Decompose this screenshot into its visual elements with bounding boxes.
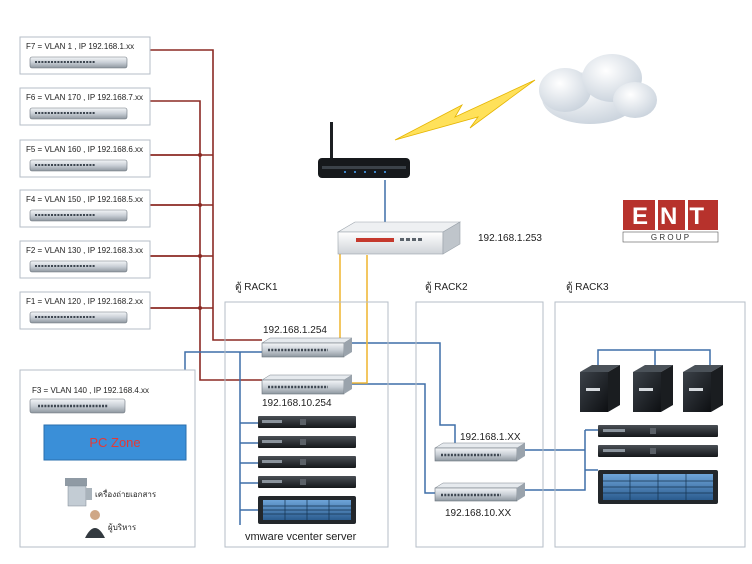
firewall-icon xyxy=(336,221,462,255)
f3-zone: F3 = VLAN 140 , IP 192.168.4.xx PC Zone … xyxy=(19,369,196,548)
floor-label: F6 = VLAN 170 , IP 192.168.7.xx xyxy=(26,93,143,102)
rack2-switch-top-icon xyxy=(434,442,526,462)
storage-icon xyxy=(258,496,356,524)
floor-switch-list: F7 = VLAN 1 , IP 192.168.1.xx F6 = VLAN … xyxy=(19,36,151,330)
rack2-label: ตู้ RACK2 xyxy=(425,281,468,293)
server-icon xyxy=(598,425,718,437)
pc-zone-label: PC Zone xyxy=(89,435,140,450)
manager-icon xyxy=(85,510,105,538)
rack2: ตู้ RACK2 192.168.1.XX 192.168.10.XX xyxy=(415,281,544,548)
rack1-caption: vmware vcenter server xyxy=(245,531,357,543)
rack2-ip-bottom: 192.168.10.XX xyxy=(445,508,511,519)
rack1-label: ตู้ RACK1 xyxy=(235,281,278,293)
server-stack xyxy=(258,416,356,524)
rack2-ip-top: 192.168.1.XX xyxy=(460,432,521,443)
floor-f2: F2 = VLAN 130 , IP 192.168.3.xx xyxy=(19,240,151,279)
nas-icon xyxy=(683,365,723,412)
floor-label: F1 = VLAN 120 , IP 192.168.2.xx xyxy=(26,297,143,306)
logo-letters: ENT xyxy=(632,203,716,230)
ent-logo: ENT G R O U P xyxy=(622,200,719,243)
copier-icon xyxy=(65,478,92,507)
pc-zone-box xyxy=(43,424,187,461)
floor-label: F4 = VLAN 150 , IP 192.168.5.xx xyxy=(26,195,143,204)
floor-f6: F6 = VLAN 170 , IP 192.168.7.xx xyxy=(19,87,151,126)
server-icon xyxy=(258,416,356,428)
floor-label: F3 = VLAN 140 , IP 192.168.4.xx xyxy=(32,386,149,395)
floor-f7: F7 = VLAN 1 , IP 192.168.1.xx xyxy=(19,36,151,75)
storage-icon xyxy=(598,470,718,504)
server-icon xyxy=(258,456,356,468)
server-icon xyxy=(258,476,356,488)
core-switch-top-icon xyxy=(261,337,353,358)
rack2-switch-bottom-icon xyxy=(434,482,526,502)
firewall-ip: 192.168.1.253 xyxy=(478,233,542,244)
rack1-ip-top: 192.168.1.254 xyxy=(263,325,327,336)
red-links xyxy=(150,49,262,381)
rack3: ตู้ RACK3 xyxy=(554,281,746,548)
logo-sub: G R O U P xyxy=(651,233,689,242)
core-switch-bottom-icon xyxy=(261,374,353,395)
rack3-label: ตู้ RACK3 xyxy=(566,281,609,293)
server-icon xyxy=(598,445,718,457)
cloud-icon xyxy=(539,54,657,124)
nas-icon xyxy=(580,365,620,412)
manager-label: ผู้บริหาร xyxy=(108,523,137,533)
wireless-router-icon xyxy=(318,122,410,178)
copier-label: เครื่องถ่ายเอกสาร xyxy=(95,488,157,499)
floor-f5: F5 = VLAN 160 , IP 192.168.6.xx xyxy=(19,139,151,178)
floor-f1: F1 = VLAN 120 , IP 192.168.2.xx xyxy=(19,291,151,330)
nas-icon xyxy=(633,365,673,412)
yellow-links xyxy=(339,248,368,384)
floor-f4: F4 = VLAN 150 , IP 192.168.5.xx xyxy=(19,189,151,228)
rack1: ตู้ RACK1 192.168.1.254 192.168.10.254 xyxy=(224,281,389,548)
lightning-icon xyxy=(394,79,536,141)
rack1-ip-bottom: 192.168.10.254 xyxy=(262,398,332,409)
floor-label: F5 = VLAN 160 , IP 192.168.6.xx xyxy=(26,145,143,154)
server-icon xyxy=(258,436,356,448)
floor-label: F7 = VLAN 1 , IP 192.168.1.xx xyxy=(26,42,134,51)
floor-label: F2 = VLAN 130 , IP 192.168.3.xx xyxy=(26,246,143,255)
junction-dots xyxy=(198,153,202,310)
